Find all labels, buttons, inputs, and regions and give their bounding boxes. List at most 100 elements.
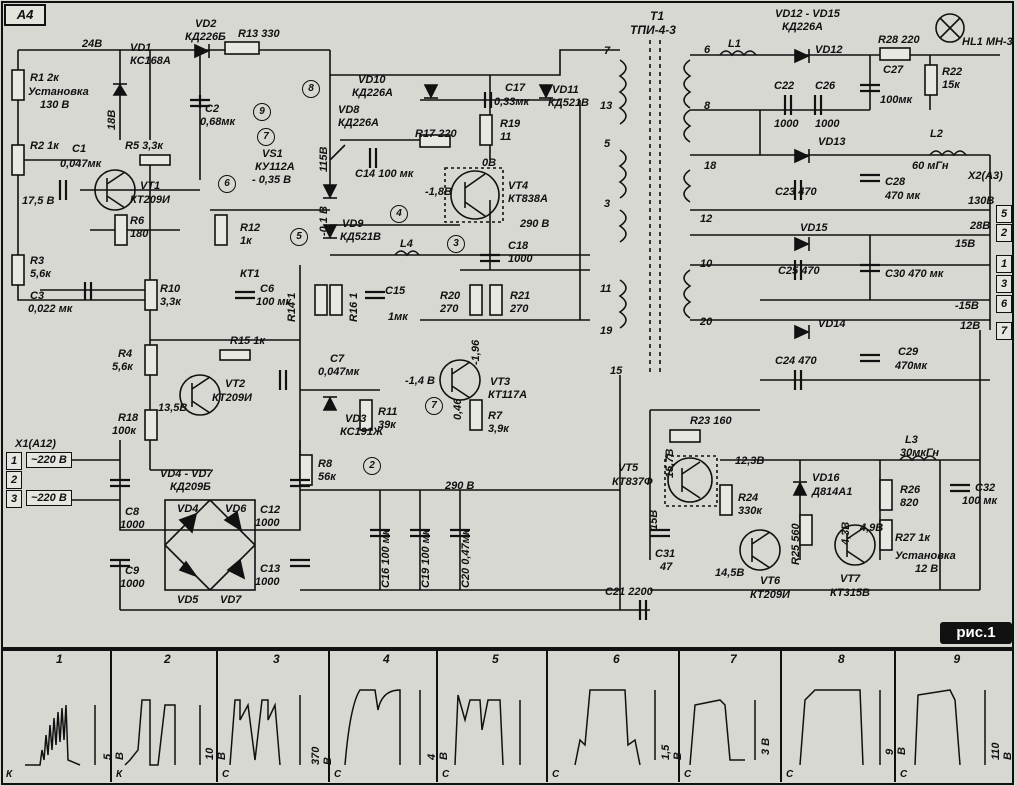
r18-value: 100к (112, 425, 136, 437)
r21-label: R21 (510, 290, 531, 302)
vd11-label: VD11 (552, 84, 579, 96)
setting2-voltage: 12 В (915, 563, 939, 575)
c9-value: 1000 (120, 578, 145, 590)
vd2-label: VD2 (195, 18, 217, 30)
x1-label: X1(A12) (15, 438, 56, 450)
vd5-label: VD5 (177, 594, 199, 606)
c13-value: 1000 (255, 576, 280, 588)
r19-label: R19 (500, 118, 521, 130)
c24-label: C24 470 (775, 355, 817, 367)
c23-label: C23 470 (775, 186, 817, 198)
vt7-label: VT7 (840, 573, 861, 585)
v15-label: 15В (955, 238, 976, 250)
v-0-1-label: -0,1 В (318, 206, 330, 236)
v0-46-label: 0,46 (452, 398, 464, 420)
vt5-type: КТ837Ф (612, 476, 653, 488)
r22-value: 15к (942, 79, 960, 91)
v0-label: 0В (482, 157, 497, 169)
vt3-label: VT3 (490, 376, 511, 388)
v130-label: 130В (968, 195, 995, 207)
r22-label: R22 (942, 66, 963, 78)
c28-value: 470 мк (885, 190, 921, 202)
waveform-panel-9: 9 110 В С (896, 650, 1014, 782)
waveform-number: 7 (730, 652, 737, 666)
c13-label: C13 (260, 563, 281, 575)
winding-8: 8 (704, 100, 711, 112)
winding-13: 13 (600, 100, 613, 112)
v4-3-label: 4,3В (840, 521, 852, 545)
waveform-panel-2: 2 10 В К (112, 650, 228, 782)
vd16-type: Д814А1 (812, 486, 853, 498)
c27-label: C27 (883, 64, 904, 76)
waveform-point: С (684, 769, 692, 780)
c25-label: C25 470 (778, 265, 820, 277)
x1-pin-3: 3 (6, 490, 22, 508)
t1-type: ТПИ-4-3 (630, 23, 676, 37)
winding-19: 19 (600, 325, 613, 337)
setting-voltage: 130 В (40, 99, 70, 111)
v12-3-label: 12,3В (735, 455, 765, 467)
winding-18: 18 (704, 160, 717, 172)
vd6-label: VD6 (225, 503, 247, 515)
waveform-point: К (6, 769, 13, 780)
c7-label: C7 (330, 353, 345, 365)
waveform-number: 5 (492, 652, 499, 666)
c19-label: C19 100 мк (420, 529, 432, 588)
vt7-type: КТ315В (830, 587, 870, 599)
r13-label: R13 330 (238, 28, 280, 40)
v18-label: 18В (106, 109, 118, 130)
l4-label: L4 (400, 238, 413, 250)
vd9-label: VD9 (342, 218, 364, 230)
r16-label: R16 1 (348, 292, 360, 322)
c30-label: C30 470 мк (885, 268, 944, 280)
winding-5: 5 (604, 138, 611, 150)
r23-label: R23 160 (690, 415, 732, 427)
figure-label: рис.1 (940, 622, 1012, 644)
vt3-type: КТ117А (488, 389, 528, 401)
waveform-value: 3 В (760, 737, 772, 755)
waveform-panel-6: 6 1,5 В С (548, 650, 684, 782)
c17-label: C17 (505, 82, 526, 94)
r19-value: 11 (500, 131, 512, 143)
waveform-number: 1 (56, 652, 63, 666)
c1-value: 0,047мк (60, 158, 102, 170)
c31-label: C31 (655, 548, 676, 560)
vd13-label: VD13 (818, 136, 846, 148)
waveform-panel-3: 3 370 В С (218, 650, 334, 782)
waveform-point: С (786, 769, 794, 780)
waveform-number: 2 (164, 652, 171, 666)
waveform-number: 6 (613, 652, 620, 666)
vd4-7-label: VD4 - VD7 (160, 468, 213, 480)
vd14-label: VD14 (818, 318, 846, 330)
c14-label: C14 100 мк (355, 168, 414, 180)
vd2-type: КД226Б (185, 31, 226, 43)
v13-5-label: 13,5В (158, 402, 188, 414)
test-point-4: 4 (390, 205, 408, 223)
x2-pin-6: 6 (996, 295, 1012, 313)
l1-label: L1 (728, 38, 741, 50)
x2-pin-7: 7 (996, 322, 1012, 340)
vd9-type: КД521В (340, 231, 382, 243)
r14-label: R14 1 (286, 292, 298, 322)
c12-value: 1000 (255, 517, 280, 529)
winding-10: 10 (700, 258, 713, 270)
r11-label: R11 (378, 406, 398, 418)
waveform-panel-5: 5 С (438, 650, 548, 782)
c2-label: C2 (205, 103, 220, 115)
r25-label: R25 560 (790, 523, 802, 565)
waveform-panel-1: 1 5 В К (2, 650, 126, 782)
l3-value: 30мкГн (900, 447, 940, 459)
winding-3: 3 (604, 198, 611, 210)
r27-label: R27 1к (895, 532, 930, 544)
waveform-number: 8 (838, 652, 845, 666)
waveform-panel-4: 4 4 В С (330, 650, 450, 782)
c29-label: C29 (898, 346, 919, 358)
c28-label: C28 (885, 176, 906, 188)
test-point-7a: 7 (257, 128, 275, 146)
l3-label: L3 (905, 434, 918, 446)
x2-pin-5: 5 (996, 205, 1012, 223)
vt4-type: КТ838А (508, 193, 548, 205)
vt6-type: КТ209И (750, 589, 790, 601)
